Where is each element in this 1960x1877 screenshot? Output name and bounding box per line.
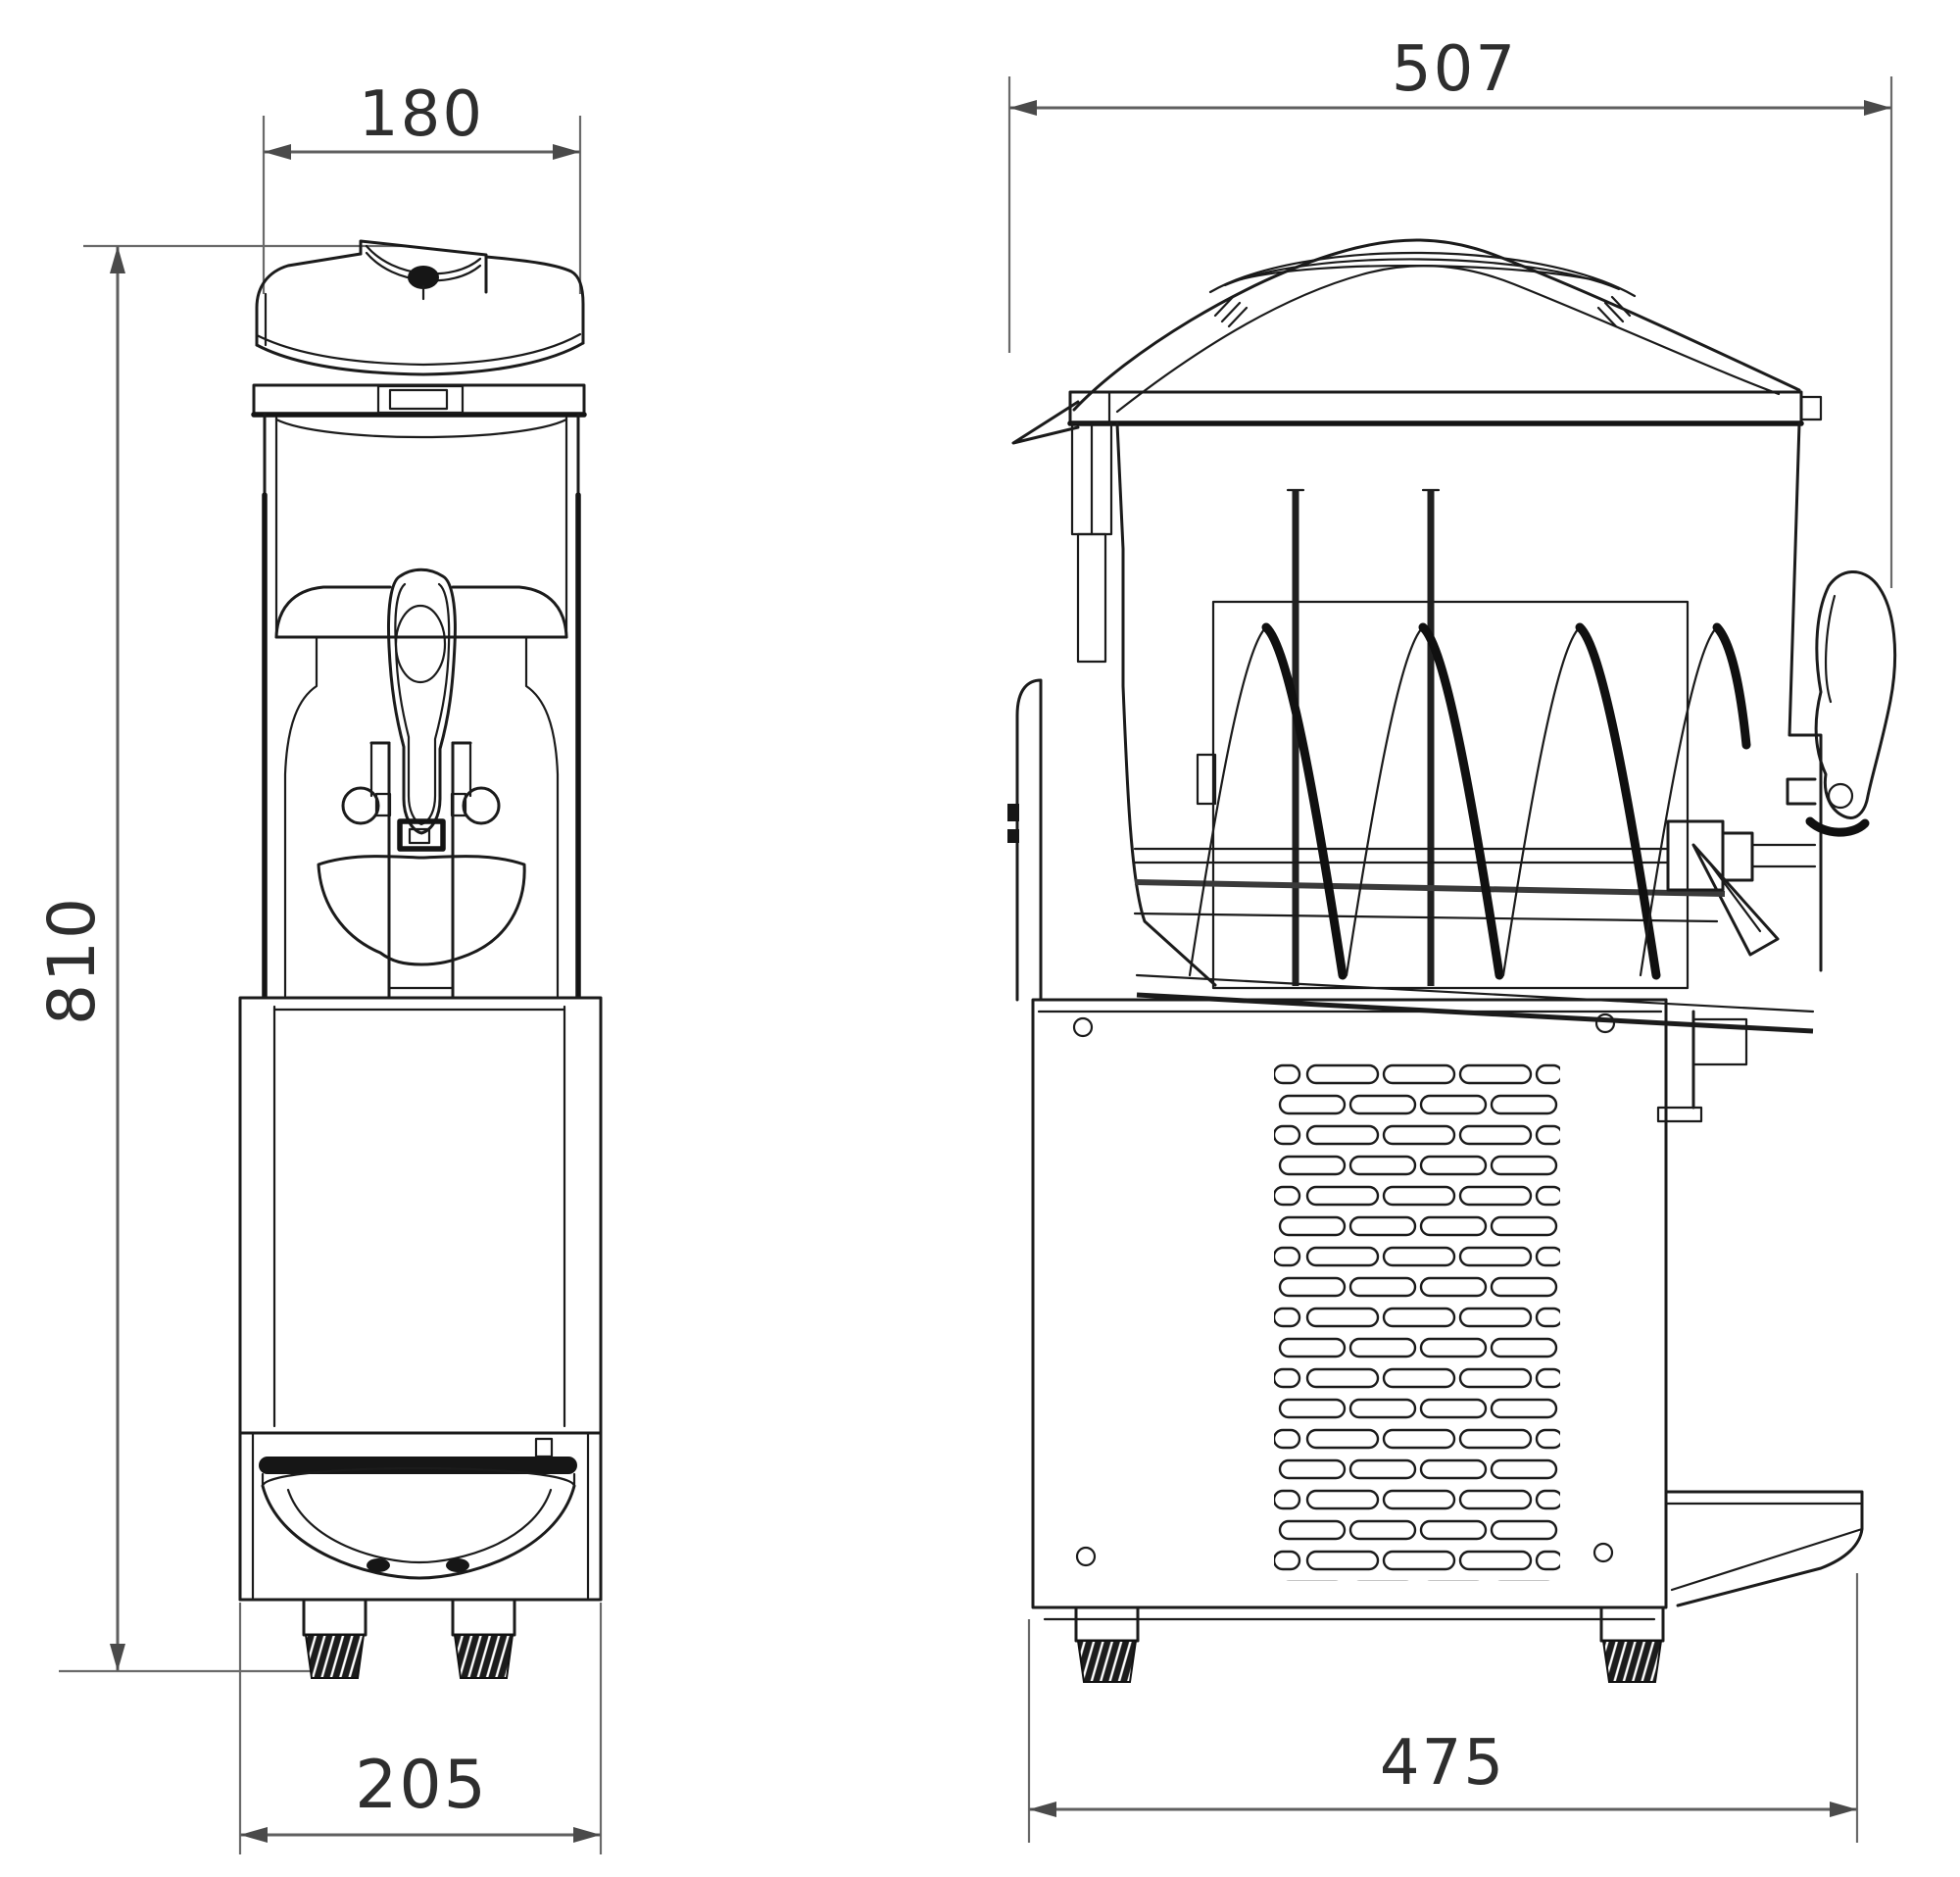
- auger-spiral: [1188, 622, 1751, 980]
- auger-assembly: [1133, 488, 1817, 1123]
- side-feet: [1074, 1605, 1665, 1683]
- screw: [1075, 1546, 1097, 1567]
- dimension-width-top-front: 180: [262, 78, 582, 294]
- back-cover: [1015, 678, 1043, 1002]
- front-view: [238, 239, 603, 1679]
- tap-handle: [387, 568, 457, 835]
- side-drip-tray: [1664, 1490, 1864, 1607]
- front-lid-rim: [251, 383, 587, 418]
- side-front-wall: [1691, 421, 1897, 972]
- dim-label-475: 475: [1380, 1727, 1505, 1800]
- foot-hatch: [1601, 1640, 1663, 1683]
- front-feet: [302, 1598, 516, 1679]
- dimension-depth-top-side: 507: [1007, 33, 1893, 588]
- foot-hatch: [1076, 1640, 1138, 1683]
- power-switch: [1007, 804, 1019, 821]
- foot-hatch: [453, 1634, 514, 1679]
- dim-label-180: 180: [359, 78, 484, 151]
- tap-spout: [397, 818, 446, 852]
- tap-knob-right: [462, 786, 501, 825]
- tap-knob-left: [341, 786, 380, 825]
- front-lid: [255, 239, 585, 376]
- side-lid: [1011, 238, 1823, 445]
- lid-knob: [408, 266, 439, 289]
- foot-hatch: [304, 1634, 366, 1679]
- front-base: [238, 996, 603, 1435]
- screw: [1072, 1016, 1094, 1038]
- lid-back-tip: [1011, 400, 1080, 445]
- tap-handle-hole: [394, 604, 447, 684]
- dim-label-507: 507: [1392, 33, 1517, 106]
- front-tap-assembly: [317, 568, 526, 1000]
- screw: [1594, 1013, 1616, 1034]
- tap-handle-side: [1814, 570, 1897, 819]
- side-back: [1007, 421, 1217, 1002]
- side-base: [1031, 998, 1668, 1621]
- spout-side: [1691, 843, 1780, 957]
- dimension-width-base-front: 205: [238, 1603, 603, 1854]
- vent-grid: [1274, 1063, 1560, 1581]
- front-tank: [262, 413, 581, 999]
- dimension-depth-base-side: 475: [1027, 1573, 1859, 1843]
- drip-guard: [317, 855, 526, 966]
- dim-label-810: 810: [34, 896, 110, 1025]
- tray-rim: [259, 1457, 577, 1474]
- side-view: [1007, 238, 1897, 1683]
- screw: [1592, 1542, 1614, 1563]
- front-drip-tray: [238, 1431, 603, 1602]
- dim-label-205: 205: [355, 1747, 488, 1824]
- dimension-height-front: 810: [34, 244, 407, 1673]
- handle-pivot: [1827, 782, 1854, 810]
